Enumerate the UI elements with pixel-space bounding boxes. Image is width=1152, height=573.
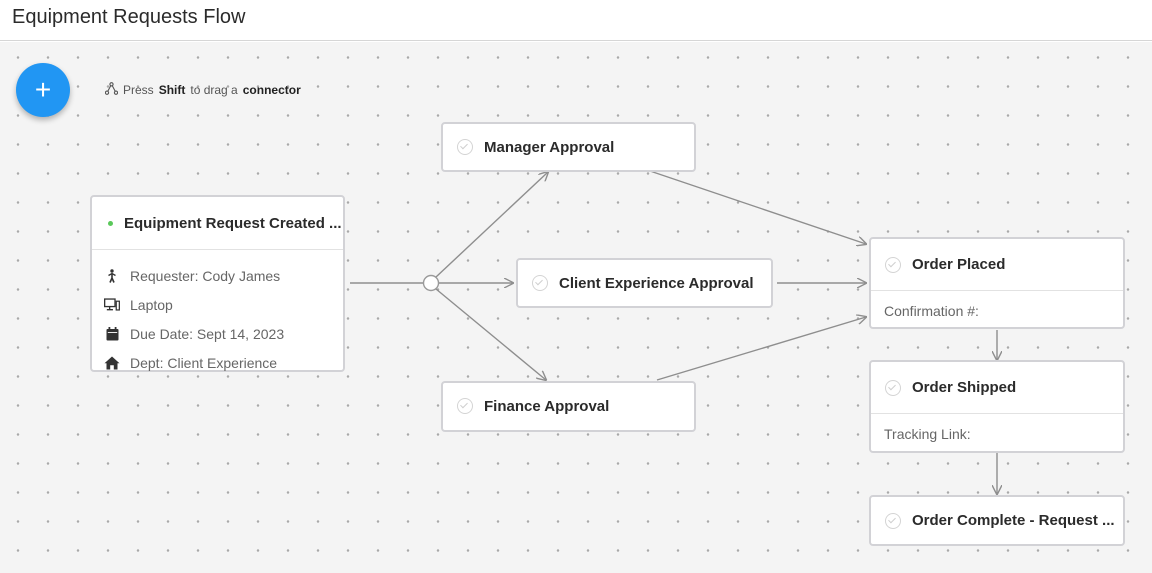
hint-middle: to drag a bbox=[190, 83, 238, 97]
node-title: Order Placed bbox=[912, 256, 1006, 273]
connector-icon bbox=[104, 82, 119, 98]
home-icon bbox=[104, 355, 120, 371]
computer-icon bbox=[104, 297, 120, 313]
node-fields: Requester: Cody James Laptop bbox=[92, 250, 343, 377]
field-tracking-link: Tracking Link: bbox=[884, 426, 971, 442]
field-due-date: Due Date: Sept 14, 2023 bbox=[92, 319, 343, 348]
node-header: Client Experience Approval bbox=[518, 260, 771, 306]
add-node-button[interactable]: + bbox=[16, 63, 70, 117]
hint-target: connector bbox=[242, 83, 301, 97]
node-header: Order Placed bbox=[871, 239, 1123, 290]
check-circle-icon bbox=[457, 139, 473, 155]
check-circle-icon bbox=[885, 256, 901, 273]
field-requester: Requester: Cody James bbox=[92, 261, 343, 290]
hint-prefix: Press bbox=[123, 83, 154, 97]
node-divider bbox=[871, 413, 1123, 414]
node-manager-approval[interactable]: Manager Approval bbox=[441, 122, 696, 172]
field-item: Laptop bbox=[92, 290, 343, 319]
page-title: Equipment Requests Flow bbox=[12, 6, 246, 28]
node-title: Finance Approval bbox=[484, 397, 610, 415]
node-order-shipped[interactable]: Order Shipped Tracking Link: bbox=[869, 360, 1125, 453]
node-divider bbox=[92, 249, 343, 250]
field-item-value: Laptop bbox=[130, 296, 173, 313]
node-finance-approval[interactable]: Finance Approval bbox=[441, 381, 696, 432]
field-due-date-value: Due Date: Sept 14, 2023 bbox=[130, 325, 285, 342]
check-circle-icon bbox=[457, 398, 473, 414]
hint-key: Shift bbox=[158, 83, 186, 97]
node-order-placed[interactable]: Order Placed Confirmation #: bbox=[869, 237, 1125, 329]
person-icon bbox=[104, 268, 120, 284]
node-title: Manager Approval bbox=[484, 138, 615, 156]
node-client-experience-approval[interactable]: Client Experience Approval bbox=[516, 258, 773, 308]
calendar-icon bbox=[104, 326, 120, 342]
node-order-complete[interactable]: Order Complete - Request ... bbox=[869, 495, 1125, 546]
node-header: Manager Approval bbox=[443, 124, 694, 170]
node-header: Order Complete - Request ... bbox=[871, 497, 1123, 544]
node-title: Equipment Request Created ... bbox=[124, 214, 342, 232]
node-divider bbox=[871, 290, 1123, 291]
node-equipment-request-created[interactable]: Equipment Request Created ... Requester:… bbox=[90, 195, 345, 372]
field-department: Dept: Client Experience bbox=[92, 348, 343, 377]
check-circle-icon bbox=[885, 379, 901, 396]
node-title: Client Experience Approval bbox=[559, 274, 754, 292]
check-circle-icon bbox=[885, 512, 901, 529]
connector-hint: Press Shift to drag a connector bbox=[104, 82, 301, 98]
app-header: Equipment Requests Flow bbox=[0, 0, 1152, 41]
node-title: Order Shipped bbox=[912, 379, 1017, 396]
node-header: Finance Approval bbox=[443, 383, 694, 429]
field-requester-value: Requester: Cody James bbox=[130, 267, 281, 284]
node-title: Order Complete - Request ... bbox=[912, 512, 1115, 529]
node-header: Order Shipped bbox=[871, 362, 1123, 413]
node-header: Equipment Request Created ... bbox=[92, 197, 343, 249]
check-circle-icon bbox=[532, 275, 548, 291]
status-dot bbox=[108, 220, 113, 226]
field-department-value: Dept: Client Experience bbox=[130, 354, 278, 371]
field-confirmation: Confirmation #: bbox=[884, 303, 979, 319]
